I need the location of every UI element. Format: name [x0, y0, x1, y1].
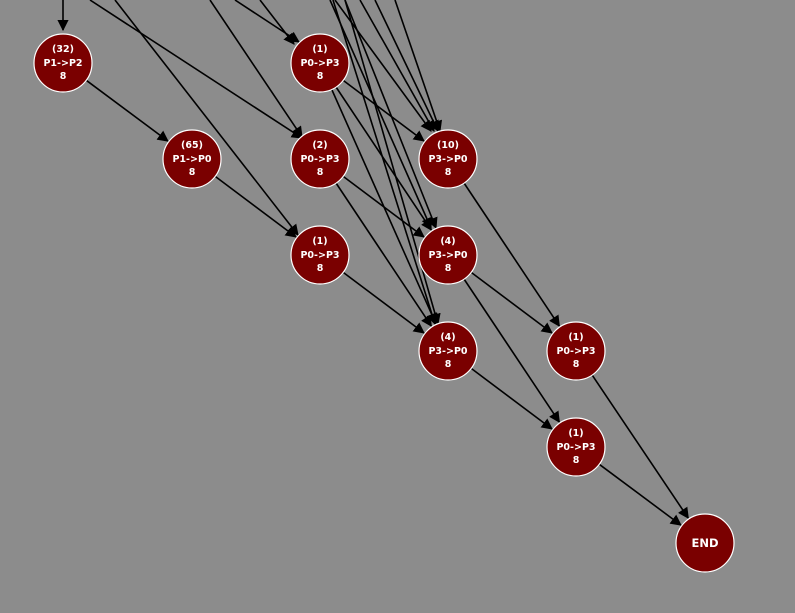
node-n1b-size: 8 [317, 263, 324, 274]
node-n4b[interactable]: (4) P3->P0 8 [418, 321, 478, 381]
node-n1b[interactable]: (1) P0->P3 8 [290, 225, 350, 285]
node-n1a-circle [290, 33, 350, 93]
node-n65[interactable]: (65) P1->P0 8 [162, 129, 222, 189]
node-n10[interactable]: (10) P3->P0 8 [418, 129, 478, 189]
node-n1c-transfer: P0->P3 [556, 346, 595, 357]
node-n4a-count: (4) [440, 236, 455, 247]
node-n65-circle [162, 129, 222, 189]
node-n1c-circle [546, 321, 606, 381]
node-n10-count: (10) [437, 140, 459, 151]
node-end-label: END [691, 536, 718, 550]
edges [85, 79, 689, 526]
node-n4a-transfer: P3->P0 [428, 250, 467, 261]
node-n65-size: 8 [189, 167, 196, 178]
edge-n1b-to-n4b [342, 271, 425, 334]
node-n1d-transfer: P0->P3 [556, 442, 595, 453]
edge-n4a-to-n1d [463, 278, 561, 423]
edge-n4a-to-n1c [470, 271, 553, 334]
edge-offscreen-to-n4a-b [344, 0, 438, 230]
node-n1c-size: 8 [573, 359, 580, 370]
edge-offscreen-to-n10-c [374, 0, 439, 133]
edge-n10-to-n1c [463, 182, 561, 327]
edge-n1a-to-n4a [335, 86, 433, 231]
offscreen-edges [57, 0, 443, 326]
edge-n2-to-n4a [342, 175, 425, 238]
node-n4b-transfer: P3->P0 [428, 346, 467, 357]
node-n1c[interactable]: (1) P0->P3 8 [546, 321, 606, 381]
node-n1d-size: 8 [573, 455, 580, 466]
node-n32[interactable]: (32) P1->P2 8 [33, 33, 93, 93]
node-n4a-circle [418, 225, 478, 285]
node-n1d-circle [546, 417, 606, 477]
edge-offscreen-to-n2-b [209, 0, 303, 138]
node-n4b-size: 8 [445, 359, 452, 370]
node-n32-circle [33, 33, 93, 93]
edge-n1d-to-end [598, 463, 682, 526]
node-n1b-circle [290, 225, 350, 285]
edge-n4b-to-n1d [470, 367, 553, 430]
node-n65-count: (65) [181, 140, 203, 151]
node-n65-transfer: P1->P0 [172, 154, 211, 165]
node-n2-circle [290, 129, 350, 189]
node-n1a-size: 8 [317, 71, 324, 82]
edge-offscreen-to-n1a-b [259, 0, 295, 45]
edge-n1a-to-n10 [342, 79, 425, 142]
node-n1a[interactable]: (1) P0->P3 8 [290, 33, 350, 93]
edge-n65-to-n1b [214, 175, 297, 238]
node-n1d[interactable]: (1) P0->P3 8 [546, 417, 606, 477]
node-n32-transfer: P1->P2 [43, 58, 82, 69]
node-n10-size: 8 [445, 167, 452, 178]
node-n1c-count: (1) [568, 332, 583, 343]
node-n4a[interactable]: (4) P3->P0 8 [418, 225, 478, 285]
edge-offscreen-to-n2 [89, 0, 303, 139]
node-n1d-count: (1) [568, 428, 583, 439]
edge-n2-to-n4b [335, 182, 433, 327]
node-n2[interactable]: (2) P0->P3 8 [290, 129, 350, 189]
edge-offscreen-to-n10-d [394, 0, 443, 133]
edge-offscreen-to-n1a [234, 0, 300, 43]
node-n2-count: (2) [312, 140, 327, 151]
node-n1a-count: (1) [312, 44, 327, 55]
edge-n32-to-n65 [85, 79, 169, 142]
node-n32-size: 8 [60, 71, 67, 82]
node-n2-transfer: P0->P3 [300, 154, 339, 165]
node-n10-transfer: P3->P0 [428, 154, 467, 165]
edge-n1c-to-end [591, 374, 689, 520]
node-n4b-circle [418, 321, 478, 381]
node-end-circle [675, 513, 735, 573]
edge-offscreen-to-n4b-a [332, 0, 438, 326]
edge-offscreen-to-n10-b [359, 0, 435, 132]
node-n1b-transfer: P0->P3 [300, 250, 339, 261]
node-n10-circle [418, 129, 478, 189]
node-n1a-transfer: P0->P3 [300, 58, 339, 69]
node-n4b-count: (4) [440, 332, 455, 343]
node-end[interactable]: END [675, 513, 735, 573]
node-n4a-size: 8 [445, 263, 452, 274]
node-n2-size: 8 [317, 167, 324, 178]
node-n32-count: (32) [52, 44, 74, 55]
node-n1b-count: (1) [312, 236, 327, 247]
edge-offscreen-to-n1b [114, 0, 299, 236]
edge-offscreen-to-n4a-a [329, 0, 433, 230]
